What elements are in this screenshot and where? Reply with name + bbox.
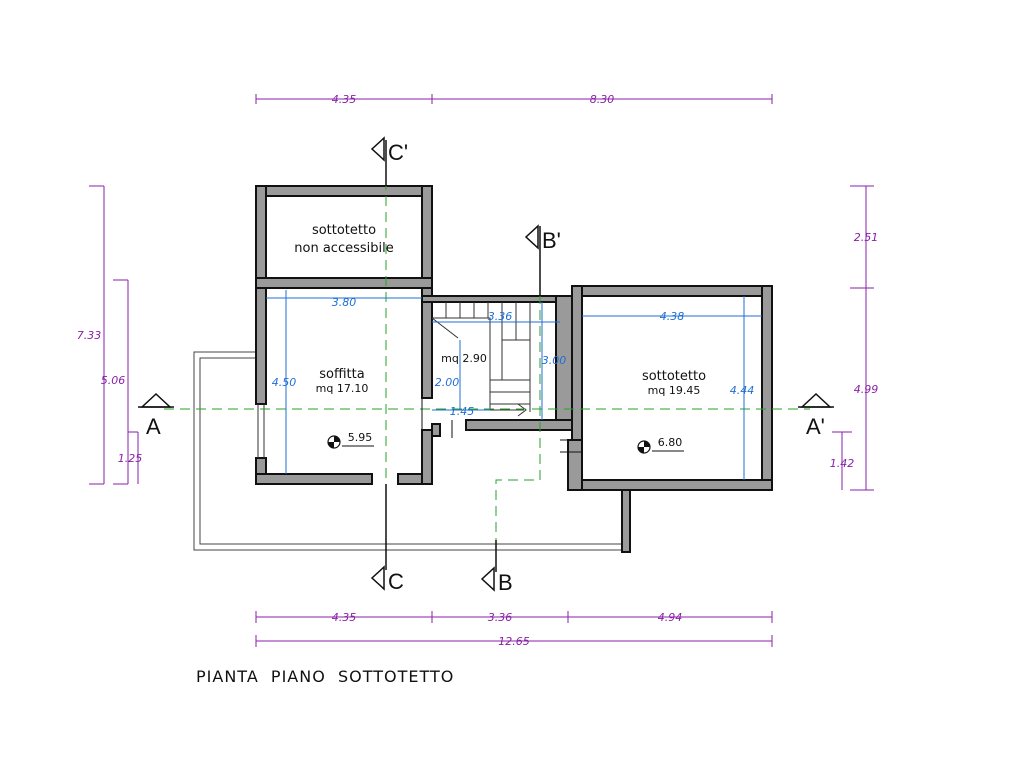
dim-top-1: 4.35 xyxy=(332,93,357,106)
purple-dimension-lines xyxy=(89,94,874,647)
section-label-c-top: C' xyxy=(388,140,408,165)
room-sottotetto-na-line1: sottotetto xyxy=(312,223,376,238)
dim-left-1: 7.33 xyxy=(77,329,102,342)
level-marker-soffitta-icon xyxy=(327,435,374,449)
dim-left-3: 1.25 xyxy=(118,452,143,465)
dim-bottom-3: 4.94 xyxy=(658,611,683,624)
dim-right-1: 2.51 xyxy=(854,231,879,244)
room-sottotetto-na-line2: non accessibile xyxy=(294,241,393,256)
section-label-c-bottom: C xyxy=(388,569,404,594)
room-stair-area: mq 2.90 xyxy=(441,352,487,365)
level-soffitta: 5.95 xyxy=(348,431,373,444)
dim-stair-width: 3.36 xyxy=(488,310,513,323)
dim-soffitta-width: 3.80 xyxy=(332,296,357,309)
blue-dimension-lines xyxy=(266,290,762,480)
section-label-b-top: B' xyxy=(542,228,561,253)
dim-sottotetto-height: 4.44 xyxy=(730,384,755,397)
section-label-a-right: A' xyxy=(806,414,825,439)
terrace-outline xyxy=(193,351,628,551)
room-sottotetto-area: mq 19.45 xyxy=(648,384,701,397)
dim-stair-width-2: 1.45 xyxy=(450,405,475,418)
door-marks xyxy=(371,398,582,484)
room-sottotetto-name: sottotetto xyxy=(642,369,706,384)
dim-soffitta-height: 4.50 xyxy=(272,376,297,389)
drawing-title: PIANTA PIANO SOTTOTETTO xyxy=(196,667,454,686)
section-markers xyxy=(138,136,834,592)
section-label-a-left: A xyxy=(146,414,161,439)
dim-left-2: 5.06 xyxy=(101,374,126,387)
section-lines xyxy=(164,180,810,560)
dim-bottom-total: 12.65 xyxy=(498,635,530,648)
room-soffitta-name: soffitta xyxy=(319,367,364,382)
level-marker-sottotetto-icon xyxy=(637,440,684,454)
dim-right-2: 4.99 xyxy=(854,383,879,396)
dim-stair-height-2: 2.00 xyxy=(435,376,460,389)
stairs xyxy=(431,302,531,417)
dim-sottotetto-width: 4.38 xyxy=(660,310,685,323)
dim-stair-height: 3.00 xyxy=(542,354,567,367)
section-label-b-bottom: B xyxy=(498,570,513,595)
window-left xyxy=(257,404,265,458)
dim-bottom-1: 4.35 xyxy=(332,611,357,624)
dim-top-2: 8.30 xyxy=(590,93,615,106)
level-sottotetto: 6.80 xyxy=(658,436,683,449)
dim-right-3: 1.42 xyxy=(830,457,855,470)
dim-bottom-2: 3.36 xyxy=(488,611,513,624)
room-soffitta-area: mq 17.10 xyxy=(316,382,369,395)
